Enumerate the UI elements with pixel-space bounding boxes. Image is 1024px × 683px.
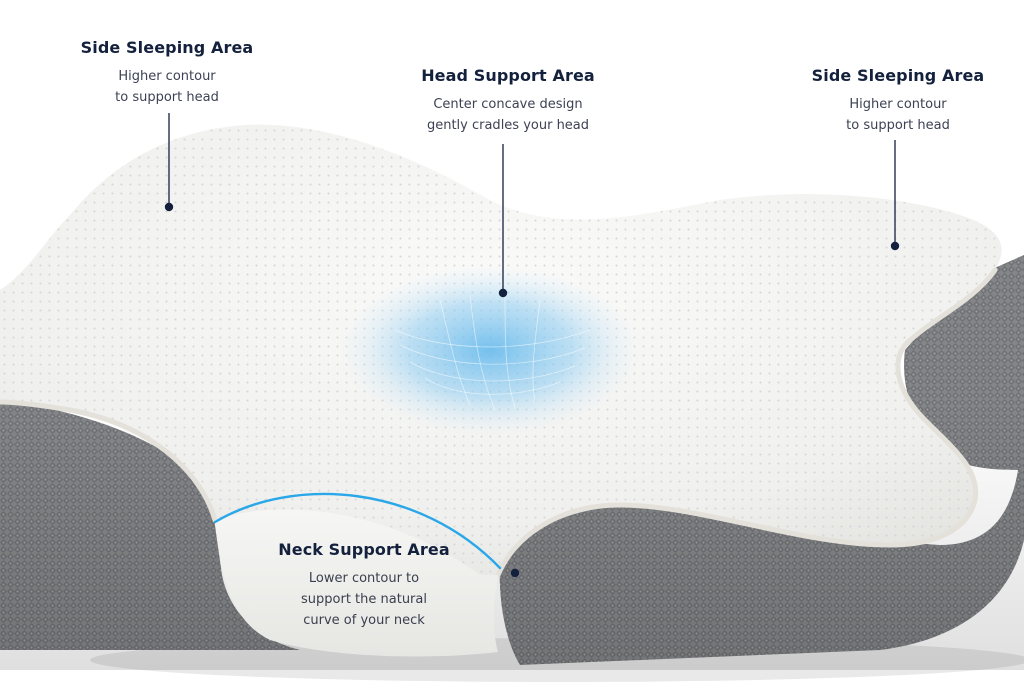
callout-line: Lower contour to xyxy=(308,571,420,586)
callout-title: Side Sleeping Area xyxy=(811,66,985,85)
callout-line: Higher contour xyxy=(118,69,216,84)
callout-description: Center concave design gently cradles you… xyxy=(398,94,618,136)
callout-line: Center concave design xyxy=(433,97,583,112)
callout-head-support: Head Support Area Center concave design … xyxy=(398,66,618,136)
cooling-gel-mesh-lines xyxy=(394,294,591,411)
callout-description: Higher contour to support head xyxy=(793,94,1003,136)
callout-description: Higher contour to support head xyxy=(62,66,272,108)
callout-side-sleeping-left: Side Sleeping Area Higher contour to sup… xyxy=(62,38,272,108)
marker-dot-side-left xyxy=(164,202,174,212)
neck-support-panel xyxy=(215,509,498,657)
marker-dot-side-right xyxy=(890,241,900,251)
callout-side-sleeping-right: Side Sleeping Area Higher contour to sup… xyxy=(793,66,1003,136)
callout-line: to support head xyxy=(115,90,219,105)
callout-title: Neck Support Area xyxy=(278,540,450,559)
marker-dot-neck xyxy=(510,568,520,578)
pillow-piping-seam xyxy=(0,267,998,578)
callout-neck-support: Neck Support Area Lower contour to suppo… xyxy=(254,540,474,631)
callout-line: support the natural xyxy=(301,592,427,607)
callout-line: curve of your neck xyxy=(303,613,425,628)
callout-title: Side Sleeping Area xyxy=(80,38,254,57)
callout-title: Head Support Area xyxy=(421,66,595,85)
callout-description: Lower contour to support the natural cur… xyxy=(254,568,474,631)
callout-line: gently cradles your head xyxy=(426,118,590,133)
callout-line: to support head xyxy=(846,118,950,133)
cooling-gel-zone xyxy=(340,265,640,435)
neck-contour-curve xyxy=(213,492,502,570)
marker-dot-head xyxy=(498,288,508,298)
callout-line: Higher contour xyxy=(849,97,947,112)
